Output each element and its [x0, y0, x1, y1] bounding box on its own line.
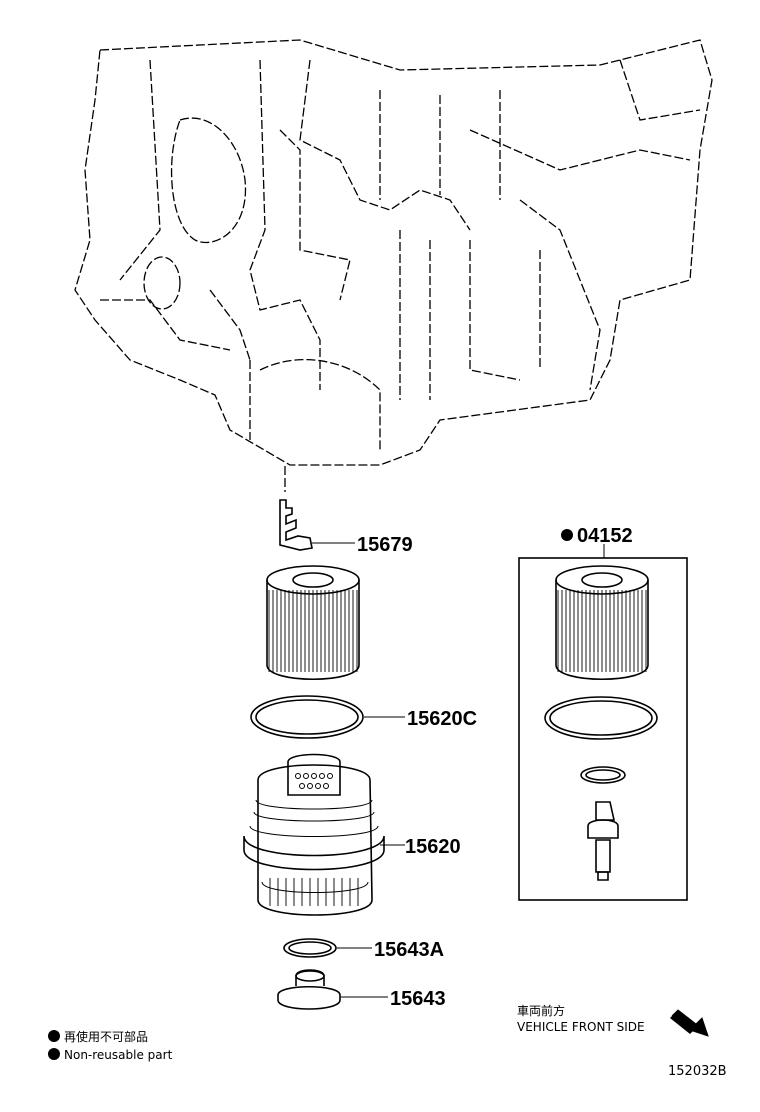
- filter-cap-15620-drawing: [243, 753, 405, 916]
- o-ring-15643A-drawing: [283, 938, 372, 958]
- part-label-15620: 15620: [405, 836, 461, 858]
- non-reusable-marker-icon: [561, 529, 573, 541]
- o-ring-15620C-drawing: [250, 695, 405, 739]
- cap-hole: [299, 783, 305, 789]
- cap-hole: [323, 783, 329, 789]
- legend-jp: 再使用不可部品: [64, 1029, 148, 1044]
- part-label-15620C: 15620C: [407, 708, 477, 730]
- cap-hole: [311, 773, 317, 779]
- direction-label-jp: 車両前方: [517, 1003, 565, 1018]
- cap-hole: [303, 773, 309, 779]
- part-15679-drawing: [279, 499, 355, 551]
- part-label-15679: 15679: [357, 534, 413, 556]
- engine-block: [74, 39, 713, 492]
- cap-hole: [327, 773, 333, 779]
- legend-bullet-icon: [48, 1030, 60, 1042]
- filter-element-drawing: [266, 565, 360, 681]
- part-label-15643A: 15643A: [374, 939, 444, 961]
- cap-hole: [319, 773, 325, 779]
- cap-hole: [315, 783, 321, 789]
- figure-id: 152032B: [668, 1064, 727, 1079]
- front-arrow-icon: [670, 1009, 709, 1037]
- cap-hole: [307, 783, 313, 789]
- direction-label-en: VEHICLE FRONT SIDE: [517, 1020, 645, 1034]
- part-label-04152: 04152: [577, 525, 633, 547]
- kit-04152: [518, 529, 688, 901]
- cap-hole: [295, 773, 301, 779]
- part-label-15643: 15643: [390, 988, 446, 1010]
- legend-en: Non-reusable part: [64, 1048, 173, 1062]
- drain-plug-15643-drawing: [277, 969, 388, 1010]
- legend-bullet-icon: [48, 1048, 60, 1060]
